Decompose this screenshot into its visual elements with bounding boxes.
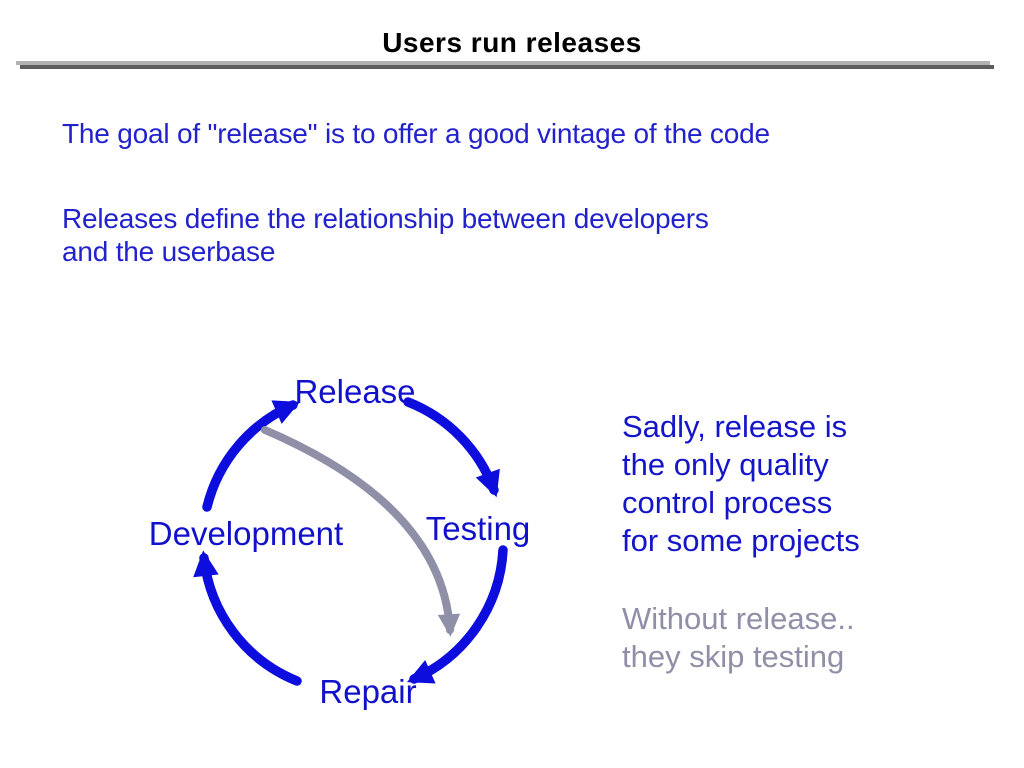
slide-title: Users run releases	[382, 27, 642, 58]
node-release: Release	[294, 373, 415, 410]
title-rule-shadow	[20, 65, 994, 69]
title-rule-highlight	[16, 61, 990, 65]
node-repair: Repair	[319, 673, 416, 710]
arrow-release-to-testing	[403, 397, 500, 498]
node-development: Development	[149, 515, 343, 552]
node-testing: Testing	[426, 510, 531, 547]
relationship-paragraph: Releases define the relationship between…	[62, 203, 709, 267]
arrow-testing-to-repair	[406, 545, 508, 684]
arrow-development-to-release	[202, 400, 301, 512]
side-note-quality: Sadly, release is the only quality contr…	[622, 409, 860, 558]
side-note-skip-testing: Without release.. they skip testing	[622, 601, 855, 674]
arrow-repair-to-development	[193, 550, 302, 686]
arrow-shortcut-release-to-repair	[261, 426, 461, 637]
goal-paragraph: The goal of "release" is to offer a good…	[62, 118, 770, 149]
